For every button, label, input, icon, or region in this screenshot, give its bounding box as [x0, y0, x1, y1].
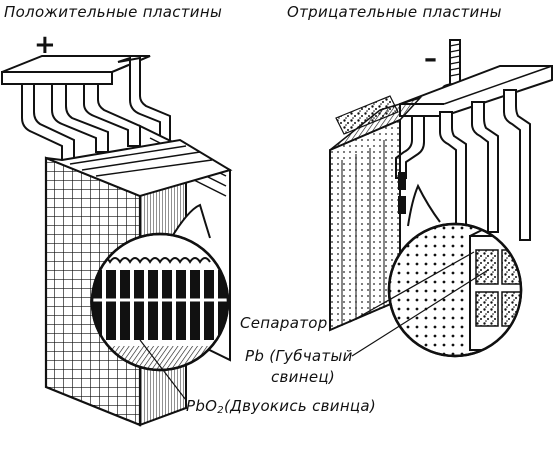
minus-sign: – — [424, 44, 437, 74]
positive-plates-title: Положительные пластины — [4, 3, 223, 21]
separator-label: Сепаратор — [240, 314, 328, 332]
spongy-lead-label-line2: свинец) — [271, 368, 336, 386]
plus-sign: + — [34, 30, 56, 60]
lead-dioxide-label: PbO2(Двуокись свинца) — [186, 397, 376, 416]
negative-plate-lugs — [395, 89, 531, 241]
positive-plate-group — [1, 55, 233, 427]
negative-magnifier — [349, 183, 523, 358]
negative-plate-stack — [329, 95, 423, 332]
negative-plates-title: Отрицательные пластины — [287, 3, 502, 21]
lead-dioxide-formula: PbO — [186, 397, 218, 415]
positive-strap — [1, 55, 151, 85]
positive-plate-lugs — [21, 56, 171, 161]
lead-dioxide-subscript: 2 — [217, 405, 224, 416]
spongy-lead-label-line1: Pb (Губчатый — [245, 347, 353, 365]
negative-plate-group — [329, 39, 553, 358]
lead-dioxide-name: (Двуокись свинца) — [223, 397, 377, 415]
